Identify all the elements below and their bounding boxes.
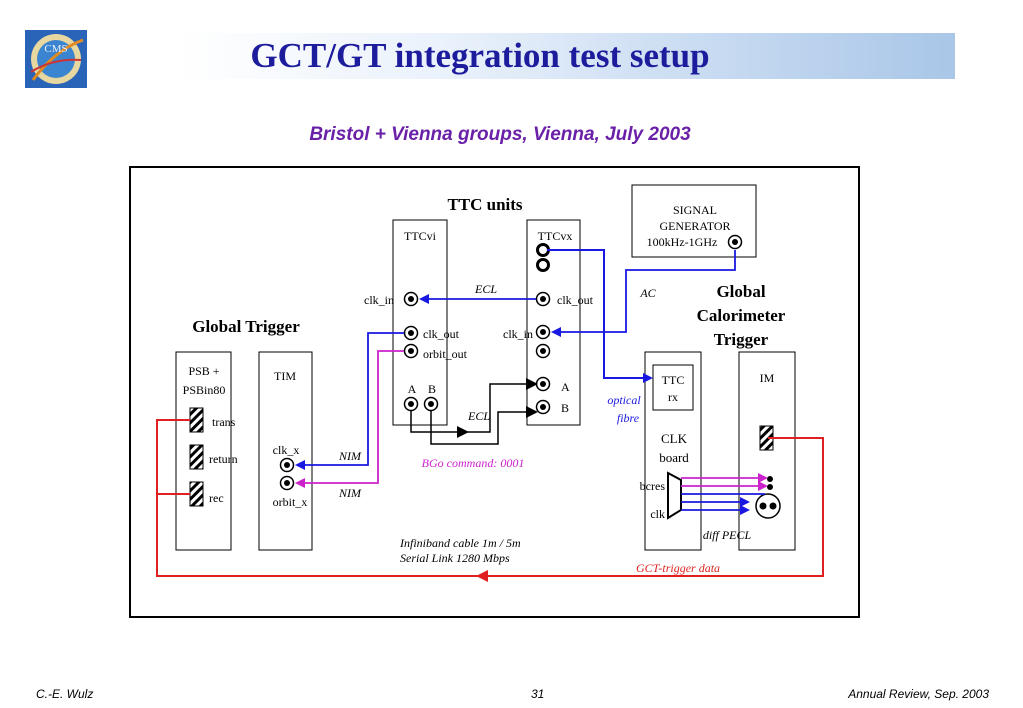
clk-board-bcres-label: bcres (640, 479, 666, 493)
ttcvx-clk-in-label: clk_in (503, 327, 533, 341)
sg-line-3: 100kHz-1GHz (647, 235, 718, 249)
ac-label: AC (639, 286, 656, 300)
connector-ttcvi-clk-out (403, 325, 419, 341)
connector-ttcvx-spare (535, 343, 551, 359)
ttcvx-clk-out-label: clk_out (557, 293, 594, 307)
ttc-rx-line-1: TTC (662, 373, 685, 387)
ttcvi-clk-out-label: clk_out (423, 327, 460, 341)
psb-rec-connector (189, 481, 204, 507)
infiniband-label-2: Serial Link 1280 Mbps (400, 551, 510, 565)
ecl-label-top: ECL (474, 282, 497, 296)
im-label: IM (760, 371, 775, 385)
bgo-label: BGo command: 0001 (422, 456, 525, 470)
optical-label-1: optical (607, 393, 641, 407)
bgo-link-a (410, 411, 469, 438)
diff-pecl-label: diff PECL (703, 528, 752, 542)
gct-title-line-3: Trigger (714, 330, 769, 349)
tim-label: TIM (274, 369, 296, 383)
clk-buffer-shape (667, 471, 682, 520)
bgo-link-b (430, 406, 538, 445)
nim-label-2: NIM (338, 486, 362, 500)
tim-clk-x-label: clk_x (273, 443, 300, 457)
psb-trans-label: trans (212, 415, 236, 429)
psb-loop-link (156, 419, 190, 494)
optical-fibre-link (547, 249, 653, 383)
ecl-label-bottom: ECL (467, 409, 490, 423)
ttcvx-label: TTCvx (538, 229, 573, 243)
clk-board-line-2: board (659, 450, 689, 465)
connector-ttcvi-clk-in (403, 291, 419, 307)
ttcvi-orbit-out-label: orbit_out (423, 347, 468, 361)
connector-ttcvx-port-b (535, 399, 551, 415)
im-clock-connector (755, 493, 781, 519)
ttcvx-port-a-label: A (561, 380, 570, 394)
ttc-rx-line-2: rx (668, 390, 678, 404)
gct-title-line-1: Global (716, 282, 765, 301)
sg-line-2: GENERATOR (659, 219, 730, 233)
psb-line-2: PSBin80 (183, 383, 226, 397)
ttcvi-port-b-label: B (428, 382, 436, 396)
ac-link-generator-to-ttcvx (551, 250, 736, 337)
title-bar (180, 33, 955, 79)
ttcvi-clk-in-label: clk_in (364, 293, 394, 307)
slide-subtitle: Bristol + Vienna groups, Vienna, July 20… (309, 124, 691, 145)
logo-text: CMS (44, 43, 67, 55)
bgo-link-c (467, 378, 538, 433)
ttcvi-label: TTCvi (404, 229, 437, 243)
connector-ttcvi-orbit-out (403, 343, 419, 359)
ttcvx-optical-connector (536, 243, 550, 272)
im-bcres-pins (767, 476, 773, 490)
tim-module (258, 351, 313, 551)
psb-trans-connector (189, 407, 204, 433)
ttcvx-module (526, 219, 581, 426)
connector-tim-clk-x (279, 457, 295, 473)
connector-ttcvi-port-a (403, 396, 419, 412)
infiniband-label-1: Infiniband cable 1m / 5m (399, 536, 521, 550)
connector-ttcvx-clk-in (535, 324, 551, 340)
gct-trigger-data-label: GCT-trigger data (636, 561, 720, 575)
psb-return-connector (189, 444, 204, 470)
ttcvx-port-b-label: B (561, 401, 569, 415)
footer-author: C.-E. Wulz (36, 687, 94, 701)
ttc-rx-box (652, 364, 694, 411)
nim-orbit-link (295, 350, 404, 488)
connector-ttcvi-port-b (423, 396, 439, 412)
ttc-units-title: TTC units (447, 195, 522, 214)
psb-rec-label: rec (209, 491, 224, 505)
footer-page-number: 31 (531, 687, 545, 701)
sg-line-1: SIGNAL (673, 203, 717, 217)
sg-connector (727, 234, 743, 250)
slide-title: GCT/GT integration test setup (250, 36, 710, 75)
clk-board-clk-label: clk (650, 507, 665, 521)
clk-board-line-1: CLK (661, 431, 688, 446)
psb-return-label: return (209, 452, 238, 466)
nim-clock-link (295, 332, 404, 470)
gct-title-line-2: Calorimeter (697, 306, 786, 325)
global-trigger-title: Global Trigger (192, 317, 300, 336)
optical-label-2: fibre (617, 411, 640, 425)
ttcvi-port-a-label: A (408, 382, 417, 396)
connector-ttcvx-clk-out (535, 291, 551, 307)
connector-tim-orbit-x (279, 475, 295, 491)
cms-logo: CMS (25, 30, 87, 88)
nim-label-1: NIM (338, 449, 362, 463)
footer-event: Annual Review, Sep. 2003 (848, 687, 989, 701)
tim-orbit-x-label: orbit_x (273, 495, 308, 509)
ttcvi-module (392, 219, 448, 426)
connector-ttcvx-port-a (535, 376, 551, 392)
psb-line-1: PSB + (188, 364, 219, 378)
